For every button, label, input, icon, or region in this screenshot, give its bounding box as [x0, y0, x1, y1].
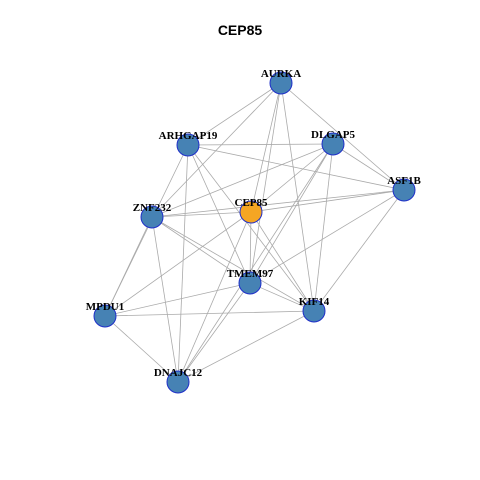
node-label-znf232: ZNF232: [133, 202, 172, 214]
edge-znf232-mpdu1: [104, 216, 153, 317]
edge-dlgap5-tmem97: [249, 143, 334, 284]
node-label-asf1b: ASF1B: [387, 175, 421, 187]
edge-dlgap5-asf1b: [332, 143, 405, 191]
edge-dlgap5-cep85: [250, 143, 334, 213]
edge-cep85-dnajc12: [177, 211, 252, 383]
edge-mpdu1-kif14: [104, 310, 315, 317]
node-aurka[interactable]: [269, 71, 293, 95]
edge-aurka-asf1b: [280, 82, 405, 191]
edge-aurka-kif14: [280, 82, 315, 312]
edge-cep85-znf232: [151, 211, 252, 218]
edge-aurka-cep85: [250, 82, 282, 213]
edge-cep85-tmem97: [249, 211, 252, 284]
edge-znf232-tmem97: [151, 216, 251, 284]
edge-cep85-kif14: [250, 211, 315, 312]
edge-asf1b-kif14: [313, 189, 405, 312]
node-tmem97[interactable]: [238, 271, 262, 295]
edge-aurka-tmem97: [249, 82, 282, 284]
node-asf1b[interactable]: [392, 178, 416, 202]
node-label-dlgap5: DLGAP5: [311, 129, 356, 141]
node-label-tmem97: TMEM97: [227, 268, 274, 280]
edge-tmem97-dnajc12: [177, 282, 251, 383]
edge-layer: [104, 82, 405, 383]
edge-kif14-dnajc12: [177, 310, 315, 383]
node-kif14[interactable]: [302, 299, 326, 323]
node-label-dnajc12: DNAJC12: [154, 367, 203, 379]
node-label-aurka: AURKA: [261, 68, 301, 80]
edge-arhgap19-dnajc12: [177, 144, 189, 383]
node-label-arhgap19: ARHGAP19: [159, 130, 218, 142]
edge-znf232-kif14: [151, 216, 315, 312]
edge-asf1b-tmem97: [249, 189, 405, 284]
node-label-mpdu1: MPDU1: [86, 301, 125, 313]
edge-asf1b-cep85: [250, 189, 405, 213]
node-label-kif14: KIF14: [299, 296, 330, 308]
node-label-cep85: CEP85: [235, 197, 269, 209]
edge-cep85-mpdu1: [104, 211, 252, 317]
node-znf232[interactable]: [140, 205, 164, 229]
node-arhgap19[interactable]: [176, 133, 200, 157]
node-dlgap5[interactable]: [321, 132, 345, 156]
edge-arhgap19-dlgap5: [187, 143, 334, 146]
edge-znf232-dnajc12: [151, 216, 179, 383]
edge-arhgap19-asf1b: [187, 144, 405, 191]
edge-dlgap5-znf232: [151, 143, 334, 218]
node-dnajc12[interactable]: [166, 370, 190, 394]
edge-mpdu1-dnajc12: [104, 315, 179, 383]
edge-dlgap5-dnajc12: [177, 143, 334, 383]
edge-aurka-arhgap19: [187, 82, 282, 146]
graph-title: CEP85: [217, 22, 263, 38]
node-mpdu1[interactable]: [93, 304, 117, 328]
edge-tmem97-mpdu1: [104, 282, 251, 317]
edge-dlgap5-kif14: [313, 143, 334, 312]
edge-asf1b-znf232: [151, 189, 405, 218]
edge-aurka-znf232: [151, 82, 282, 218]
edge-tmem97-kif14: [249, 282, 315, 312]
node-cep85[interactable]: [239, 200, 263, 224]
